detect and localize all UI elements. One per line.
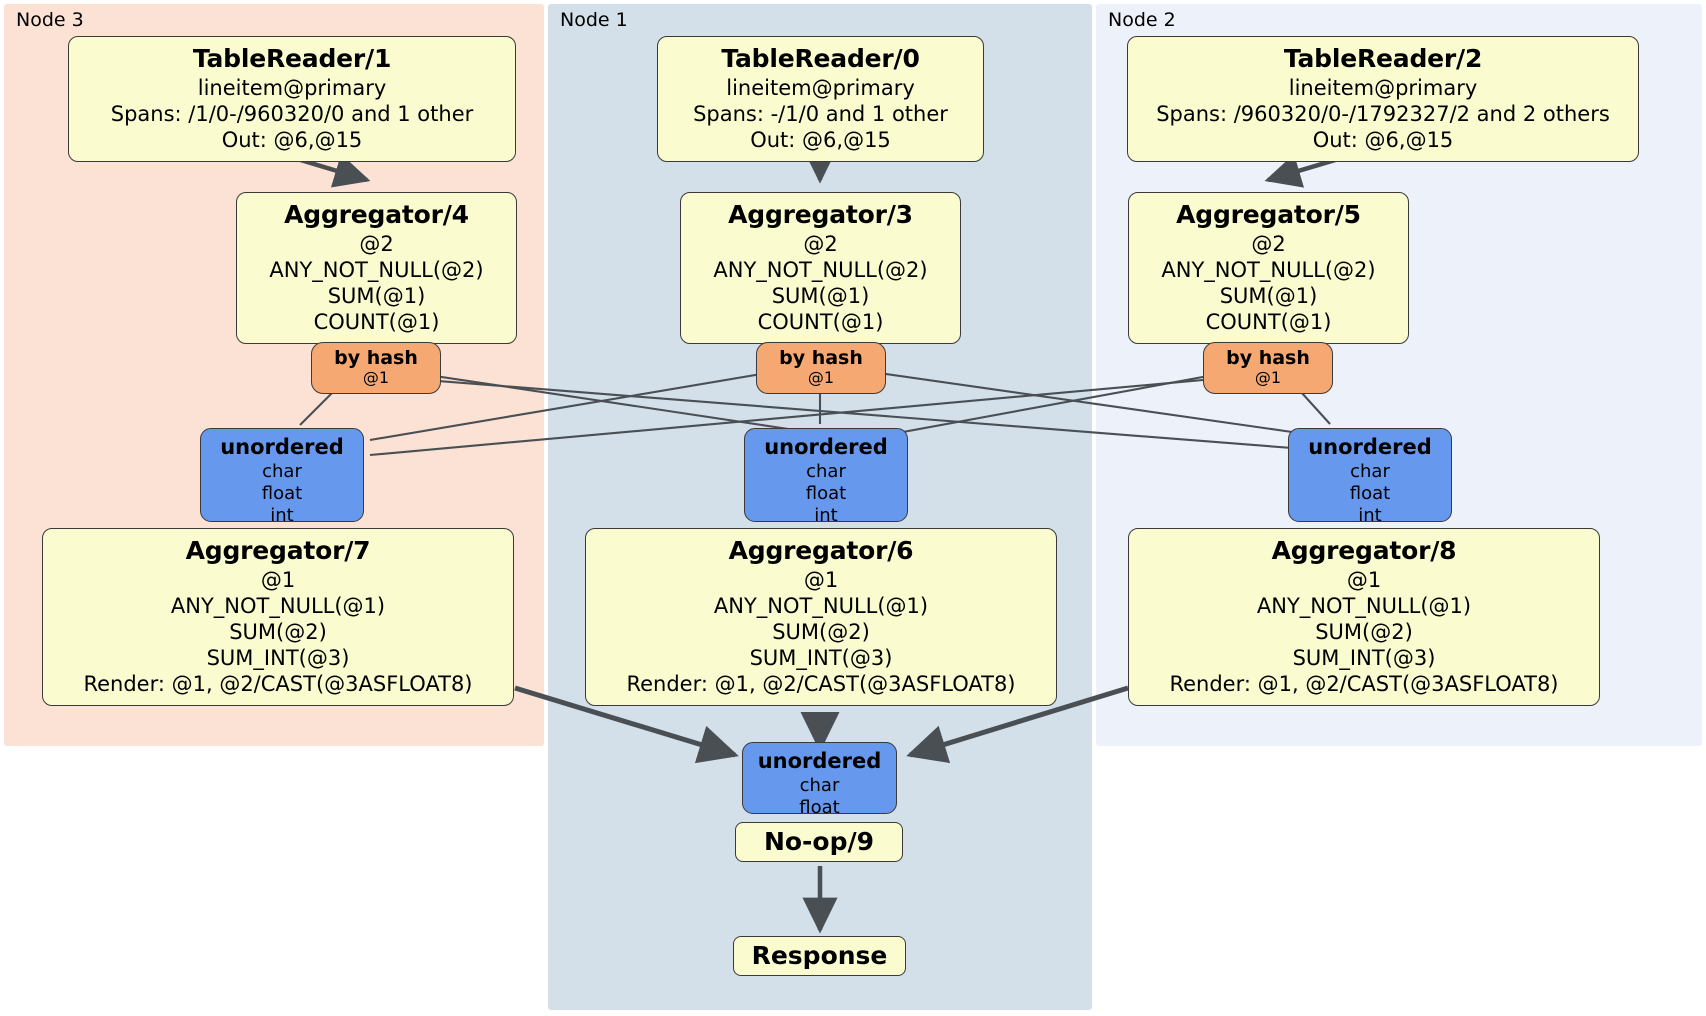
processor-detail-groupcol: @2 [1251,232,1286,256]
router-by-hash-node1[interactable]: by hash @1 [756,342,886,395]
router-column: @1 [362,368,390,388]
processor-detail-out: Out: @6,@15 [1312,128,1454,153]
processor-detail-groupcol: @1 [260,568,296,592]
processor-detail-agg3: SUM_INT(@3) [206,646,350,671]
router-column: @1 [1254,368,1282,388]
synchronizer-unordered-final[interactable]: unordered char float [742,742,897,818]
synchronizer-unordered-node2[interactable]: unordered char float int [1288,428,1452,526]
processor-aggregator-6[interactable]: Aggregator/6 @1 ANY_NOT_NULL(@1) SUM(@2)… [585,528,1057,707]
processor-detail-agg2: SUM(@2) [1315,620,1413,645]
processor-title: TableReader/2 [1283,44,1483,73]
processor-detail-spans: Spans: -/1/0 and 1 other [693,102,948,127]
processor-detail-agg3: COUNT(@1) [1205,310,1332,335]
processor-detail-agg2: SUM(@1) [1219,284,1318,309]
router-by-hash-node3[interactable]: by hash @1 [311,342,441,395]
processor-detail-out: Out: @6,@15 [750,128,891,153]
processor-detail-out: Out: @6,@15 [221,128,363,153]
processor-detail-agg3: SUM_INT(@3) [1292,646,1436,671]
processor-title: Aggregator/6 [728,536,914,565]
synchronizer-type-char: char [806,460,846,482]
processor-detail-agg1: ANY_NOT_NULL(@1) [713,594,929,619]
synchronizer-type-char: char [262,460,302,482]
processor-detail-agg1: ANY_NOT_NULL(@2) [1161,258,1376,283]
processor-detail-agg3: SUM_INT(@3) [749,646,893,671]
processor-detail-agg1: ANY_NOT_NULL(@1) [1256,594,1472,619]
synchronizer-unordered-node1[interactable]: unordered char float int [744,428,908,526]
processor-detail-agg2: SUM(@2) [772,620,870,645]
router-by-hash-node2[interactable]: by hash @1 [1203,342,1333,395]
processor-title: Aggregator/7 [185,536,371,565]
processor-title: Aggregator/8 [1271,536,1457,565]
processor-detail-groupcol: @2 [803,232,838,256]
processor-tablereader-0[interactable]: TableReader/0 lineitem@primary Spans: -/… [657,36,984,163]
processor-aggregator-8[interactable]: Aggregator/8 @1 ANY_NOT_NULL(@1) SUM(@2)… [1128,528,1600,707]
synchronizer-title: unordered [757,749,882,773]
processor-detail-spans: Spans: /1/0-/960320/0 and 1 other [110,102,474,127]
processor-detail-agg1: ANY_NOT_NULL(@2) [269,258,484,283]
synchronizer-title: unordered [220,435,344,459]
processor-response[interactable]: Response [733,936,906,976]
processor-detail-agg2: SUM(@2) [229,620,327,645]
processor-detail-groupcol: @1 [1346,568,1382,592]
synchronizer-type-float: float [1349,482,1391,504]
processor-title: Aggregator/4 [284,200,469,229]
router-title: by hash [779,347,863,369]
processor-detail-table: lineitem@primary [197,76,387,100]
processor-detail-spans: Spans: /960320/0-/1792327/2 and 2 others [1156,102,1610,127]
synchronizer-title: unordered [1308,435,1432,459]
synchronizer-type-int: int [1358,504,1382,526]
node-panel-label-node2: Node 2 [1108,9,1176,31]
synchronizer-type-char: char [799,774,840,796]
processor-aggregator-4[interactable]: Aggregator/4 @2 ANY_NOT_NULL(@2) SUM(@1)… [236,192,517,345]
processor-detail-agg3: COUNT(@1) [313,310,440,335]
processor-detail-table: lineitem@primary [1288,76,1478,100]
processor-noop-9[interactable]: No-op/9 [735,822,903,862]
node-panel-label-node1: Node 1 [560,9,628,31]
synchronizer-title: unordered [764,435,888,459]
router-title: by hash [334,347,418,369]
processor-tablereader-2[interactable]: TableReader/2 lineitem@primary Spans: /9… [1127,36,1639,163]
processor-detail-render: Render: @1, @2/CAST(@3ASFLOAT8) [1169,672,1559,697]
processor-title: Response [751,941,888,970]
processor-detail-table: lineitem@primary [726,76,915,100]
processor-aggregator-5[interactable]: Aggregator/5 @2 ANY_NOT_NULL(@2) SUM(@1)… [1128,192,1409,345]
processor-aggregator-3[interactable]: Aggregator/3 @2 ANY_NOT_NULL(@2) SUM(@1)… [680,192,961,345]
processor-aggregator-7[interactable]: Aggregator/7 @1 ANY_NOT_NULL(@1) SUM(@2)… [42,528,514,707]
processor-detail-render: Render: @1, @2/CAST(@3ASFLOAT8) [626,672,1016,697]
processor-detail-agg1: ANY_NOT_NULL(@1) [170,594,386,619]
synchronizer-unordered-node3[interactable]: unordered char float int [200,428,364,526]
synchronizer-type-float: float [805,482,847,504]
processor-detail-groupcol: @1 [803,568,839,592]
processor-title: No-op/9 [763,827,875,856]
processor-detail-agg1: ANY_NOT_NULL(@2) [713,258,928,283]
router-column: @1 [807,368,835,388]
synchronizer-type-char: char [1350,460,1390,482]
processor-detail-render: Render: @1, @2/CAST(@3ASFLOAT8) [83,672,473,697]
synchronizer-type-int: int [814,504,838,526]
synchronizer-type-int: int [270,504,294,526]
processor-detail-agg3: COUNT(@1) [757,310,884,335]
processor-detail-agg2: SUM(@1) [327,284,426,309]
processor-tablereader-1[interactable]: TableReader/1 lineitem@primary Spans: /1… [68,36,516,163]
processor-detail-agg2: SUM(@1) [771,284,870,309]
synchronizer-type-float: float [261,482,303,504]
processor-title: Aggregator/3 [728,200,913,229]
router-title: by hash [1226,347,1310,369]
node-panel-label-node3: Node 3 [16,9,84,31]
processor-title: Aggregator/5 [1176,200,1361,229]
processor-title: TableReader/0 [721,44,920,73]
synchronizer-type-float: float [799,796,840,818]
processor-title: TableReader/1 [192,44,392,73]
processor-detail-groupcol: @2 [359,232,394,256]
